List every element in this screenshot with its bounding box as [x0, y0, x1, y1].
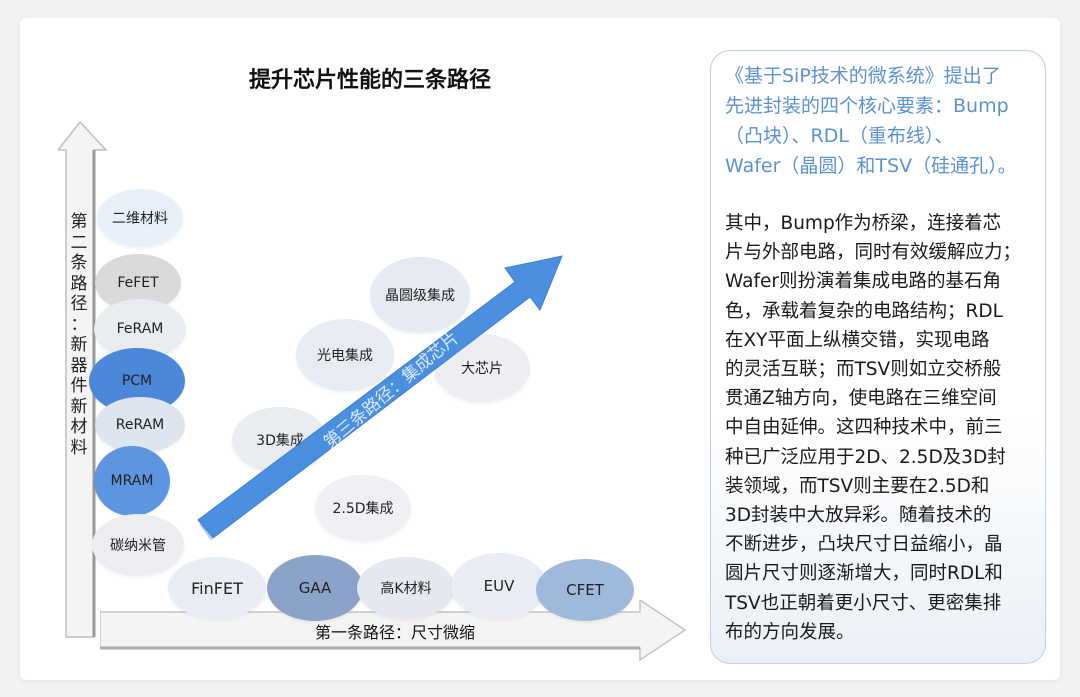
path2-label-char: 件	[70, 376, 88, 396]
diagram-title: 提升芯片性能的三条路径	[248, 68, 491, 93]
item-cfet: CFET	[536, 559, 634, 621]
body-line: 装领域，而TSV则主要在2.5D和	[725, 475, 990, 497]
body-line: 其中，Bump作为桥梁，连接着芯	[725, 213, 1002, 234]
intro-line: （凸块）、RDL（重布线）、	[725, 125, 954, 147]
intro-text: 《基于SiP技术的微系统》提出了先进封装的四个核心要素：Bump （凸块）、RDL…	[725, 61, 1035, 181]
path2-label-char: 二	[70, 232, 88, 253]
body-line: 不断进步，凸块尺寸日益缩小，晶	[725, 534, 1003, 556]
path2-label-char: 路	[70, 273, 88, 294]
path2-label-char: 新	[70, 335, 88, 355]
body-line: 布的方向发展。	[725, 621, 855, 643]
body-line: TSV也正朝着更小尺寸、更密集排	[725, 592, 1002, 614]
description-panel: 《基于SiP技术的微系统》提出了先进封装的四个核心要素：Bump （凸块）、RDL…	[710, 50, 1046, 664]
path2-label-char: ：	[70, 314, 88, 335]
path1-label: 第一条路径：尺寸微缩	[314, 623, 475, 642]
item-mram: MRAM	[94, 446, 170, 516]
path2-label-char: 材	[70, 417, 88, 437]
body-line: 圆片尺寸则逐渐增大，同时RDL和	[725, 563, 1003, 585]
item-2d-materials: 二维材料	[97, 189, 183, 247]
item-finfet: FinFET	[168, 557, 266, 619]
body-line: 中自由延伸。这四种技术中，前三	[725, 417, 1003, 439]
item-wafer-level: 晶圆级集成	[370, 257, 470, 333]
body-line: 贯通Z轴方向，使电路在三维空间	[725, 388, 997, 410]
body-line: 种已广泛应用于2D、2.5D及3D封	[725, 446, 1006, 468]
body-line: 的灵活互联；而TSV则如立交桥般	[725, 359, 1002, 381]
item-optoelectronic: 光电集成	[296, 319, 394, 391]
intro-line: 先进封装的四个核心要素：Bump	[725, 95, 1009, 117]
item-cnt: 碳纳米管	[92, 514, 184, 576]
body-line: 在XY平面上纵横交错，实现电路	[725, 329, 990, 351]
item-reram: ReRAM	[95, 397, 185, 453]
item-high-k: 高K材料	[357, 557, 455, 619]
item-gaa: GAA	[267, 555, 363, 621]
body-line: 色，承载着复杂的电路结构；RDL	[725, 300, 1003, 322]
path2-label-char: 第	[70, 212, 88, 232]
horizontal-axis-arrow	[100, 600, 687, 662]
item-euv: EUV	[451, 553, 547, 619]
path2-label-char: 径	[70, 294, 88, 314]
path2-label-char: 器	[70, 355, 88, 376]
body-line: Wafer则扮演着集成电路的基石角	[725, 271, 1001, 293]
path2-label-char: 条	[70, 253, 88, 273]
intro-line: 《基于SiP技术的微系统》提出了	[725, 65, 1001, 87]
item-2-5d: 2.5D集成	[315, 475, 411, 541]
path2-label-char: 料	[70, 437, 88, 458]
intro-line: Wafer（晶圆）和TSV（硅通孔）。	[725, 155, 1017, 177]
body-text: 其中，Bump作为桥梁，连接着芯片与外部电路，同时有效缓解应力； Wafer则扮演…	[725, 209, 1035, 647]
body-line: 片与外部电路，同时有效缓解应力；	[725, 242, 1022, 264]
path2-label-char: 新	[70, 396, 88, 417]
item-fefet: FeFET	[95, 254, 181, 312]
path2-label: 第二条路径：新器件新材料	[68, 212, 90, 458]
body-line: 3D封装中大放异彩。随着技术的	[725, 505, 992, 527]
